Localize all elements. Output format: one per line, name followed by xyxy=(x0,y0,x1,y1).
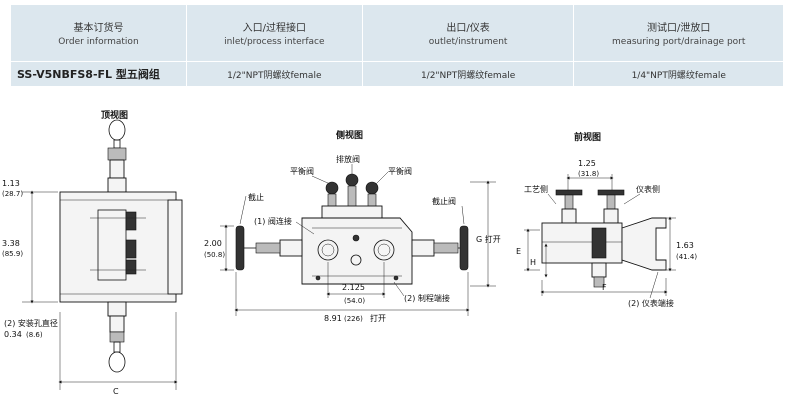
dim-891: 8.91 xyxy=(324,314,342,323)
header-order: 基本订货号 Order information xyxy=(10,4,187,62)
dim-200-mm: (50.8) xyxy=(204,251,225,259)
dim-338: 3.38 xyxy=(2,239,20,248)
header-order-en: Order information xyxy=(58,37,139,47)
header-inlet: 入口/过程接口 inlet/process interface xyxy=(185,4,363,62)
hole-note: (2) 安装孔直径 xyxy=(4,318,58,328)
front-flange xyxy=(621,217,667,271)
dim-2125: 2.125 xyxy=(342,283,365,292)
label-balance-left: 平衡阀 xyxy=(290,166,314,176)
label-instrument-conn: (2) 仪表端接 xyxy=(628,298,674,308)
bottom-handle-ring xyxy=(108,351,126,373)
dim-2125-mm: (54.0) xyxy=(344,297,365,305)
dim-113-mm: (28.7) xyxy=(2,190,23,198)
dim-163-mm: (41.4) xyxy=(676,253,697,261)
technical-drawing: 顶视图 1.13 (28.7) 3.38 (85.9) (2) 安装孔直径 xyxy=(2,109,697,396)
dim-125-mm: (31.8) xyxy=(578,170,599,178)
model-cell: SS-V5NBFS8-FL 型五阀组 xyxy=(10,61,187,87)
header-outlet-en: outlet/instrument xyxy=(428,37,508,47)
outlet-cell: 1/2"NPT阴螺纹female xyxy=(361,61,575,87)
dim-e: E xyxy=(516,247,521,256)
header-port-en: measuring port/drainage port xyxy=(612,37,746,47)
front-body xyxy=(541,222,623,264)
dim-338-mm: (85.9) xyxy=(2,250,23,258)
dim-200: 2.00 xyxy=(204,239,222,248)
header-port-zh: 测试口/泄放口 xyxy=(647,23,711,34)
header-outlet-zh: 出口/仪表 xyxy=(446,23,490,34)
dim-891-mm: (226) xyxy=(344,315,363,323)
top-handle-ring xyxy=(108,119,126,141)
hole-dim-mm: (8.6) xyxy=(26,331,43,339)
label-stop-right: 截止阀 xyxy=(432,196,456,206)
spec-data-row: SS-V5NBFS8-FL 型五阀组 1/2"NPT阴螺纹female 1/2"… xyxy=(10,61,784,87)
label-process-conn: (2) 制程端接 xyxy=(404,293,450,303)
top-view-title: 顶视图 xyxy=(101,109,128,121)
dim-g: G 打开 xyxy=(476,234,501,244)
left-stop-handle xyxy=(235,225,245,271)
balance-valve-left-knob xyxy=(325,181,339,195)
header-inlet-zh: 入口/过程接口 xyxy=(242,23,307,34)
dim-113: 1.13 xyxy=(2,179,20,188)
label-open: 打开 xyxy=(370,313,386,323)
right-stop-handle xyxy=(459,225,469,271)
port-cell: 1/4"NPT阴螺纹female xyxy=(573,61,784,87)
dim-h: H xyxy=(530,258,536,267)
header-port: 测试口/泄放口 measuring port/drainage port xyxy=(573,4,784,62)
dim-125: 1.25 xyxy=(578,159,596,168)
side-view: 侧视图 平衡阀 排放阀 平衡阀 xyxy=(204,129,501,323)
header-outlet: 出口/仪表 outlet/instrument xyxy=(361,4,575,62)
side-view-title: 侧视图 xyxy=(336,129,363,141)
inlet-cell: 1/2"NPT阴螺纹female xyxy=(185,61,363,87)
top-body xyxy=(59,191,177,303)
vent-valve-knob xyxy=(345,173,359,187)
hole-dim: 0.34 xyxy=(4,330,22,339)
label-stop-left: 截止 xyxy=(248,192,264,202)
front-view-title: 前视图 xyxy=(574,131,601,143)
dim-163: 1.63 xyxy=(676,241,694,250)
top-valve-stem xyxy=(107,147,127,161)
label-process-side: 工艺侧 xyxy=(524,184,548,194)
header-inlet-en: inlet/process interface xyxy=(224,37,325,47)
front-view: 前视图 1.25 (31.8) 工艺侧 仪表侧 E H xyxy=(516,131,697,308)
label-balance-right: 平衡阀 xyxy=(388,166,412,176)
header-order-zh: 基本订货号 xyxy=(73,23,124,34)
side-body xyxy=(301,217,413,285)
dim-c: C xyxy=(113,387,119,396)
dim-f: F xyxy=(602,283,607,292)
spec-header-row: 基本订货号 Order information 入口/过程接口 inlet/pr… xyxy=(10,4,784,62)
spec-table: 基本订货号 Order information 入口/过程接口 inlet/pr… xyxy=(10,4,784,87)
label-instrument-side: 仪表侧 xyxy=(636,184,660,194)
label-vent: 排放阀 xyxy=(336,154,360,164)
label-connector: (1) 阀连接 xyxy=(254,216,292,226)
top-view: 顶视图 1.13 (28.7) 3.38 (85.9) (2) 安装孔直径 xyxy=(2,109,183,396)
